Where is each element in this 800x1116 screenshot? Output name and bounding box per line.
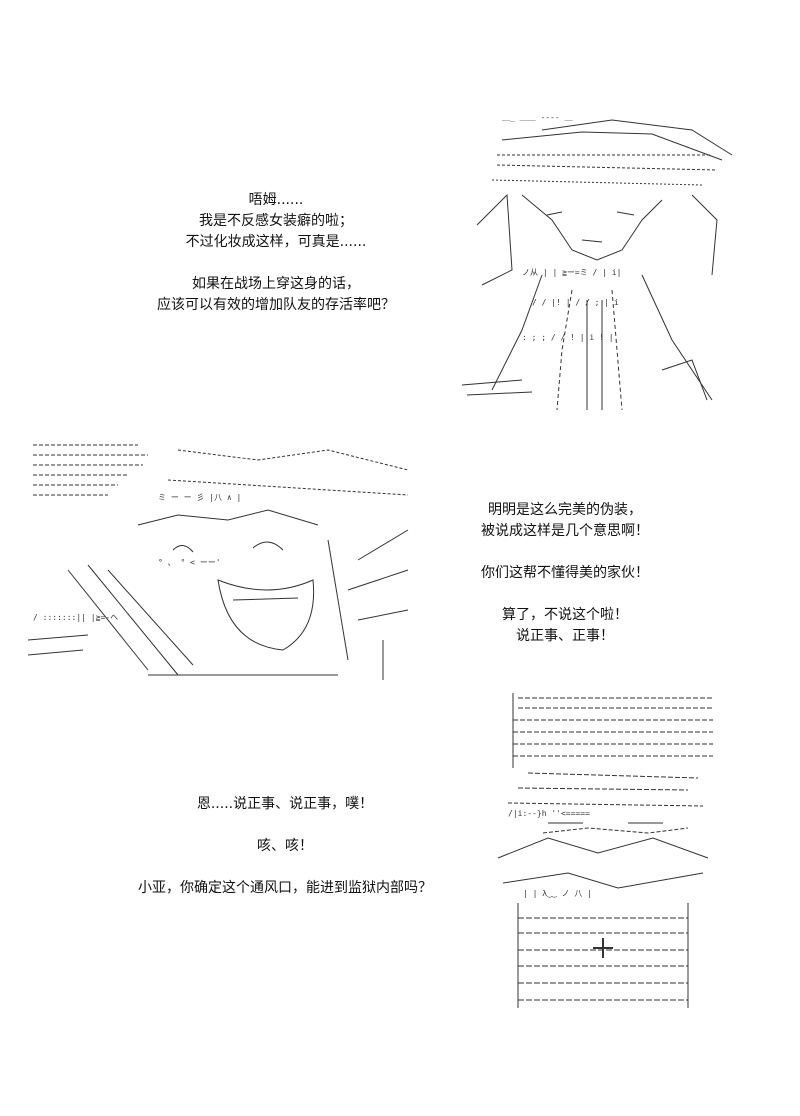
ascii-art-laughing-face: ミ ー ー 彡 |八 ∧ | ° 、 ° < ーー' / :::::::|| |… xyxy=(28,440,418,685)
spacer xyxy=(460,584,670,605)
dialogue-block-1: 唔姆...... 我是不反感女装癖的啦； 不过化妆成这样，可真是...... 如… xyxy=(140,190,412,316)
dialogue-line: 恩.....说正事、说正事，噗！ xyxy=(196,796,374,812)
svg-text:/ :::::::|| |≧=-ヘ: / :::::::|| |≧=-ヘ xyxy=(33,613,118,622)
svg-text:| | λ‿‿ ノ 八 |: | | λ‿‿ ノ 八 | xyxy=(523,889,592,898)
dialogue-line: 你们这帮不懂得美的家伙！ xyxy=(481,565,649,581)
dialogue-line: 明明是这么完美的伪装， xyxy=(488,502,642,518)
dialogue-block-2: 明明是这么完美的伪装， 被说成这样是几个意思啊！ 你们这帮不懂得美的家伙！ 算了… xyxy=(460,500,670,647)
dialogue-line: 被说成这样是几个意思啊！ xyxy=(481,523,649,539)
dialogue-line: 我是不反感女装癖的啦； xyxy=(199,213,353,229)
ascii-art-character-portrait: ＿_ ＿＿ ---- ＿ ノ从 | | ≧ー=ミ / | i| / / |! |… xyxy=(462,100,742,415)
svg-text:° 、 ° < ーー': ° 、 ° < ーー' xyxy=(158,558,221,567)
laughing-face-drawing: ミ ー ー 彡 |八 ∧ | ° 、 ° < ーー' / :::::::|| |… xyxy=(28,444,409,680)
ascii-art-vent-figure: /|i:--}h ''<===== | | λ‿‿ ノ 八 | xyxy=(488,688,720,1020)
svg-text:＿_ ＿＿ ---- ＿: ＿_ ＿＿ ---- ＿ xyxy=(502,113,573,122)
spacer xyxy=(120,857,450,878)
spacer xyxy=(460,542,670,563)
dialogue-line: 说正事、正事！ xyxy=(516,628,614,644)
dialogue-line: 唔姆...... xyxy=(248,192,304,208)
spacer xyxy=(120,815,450,836)
dialogue-line: 如果在战场上穿这身的话， xyxy=(192,276,360,292)
dialogue-line: 应该可以有效的增加队友的存活率吧？ xyxy=(157,297,395,313)
dialogue-line: 算了，不说这个啦！ xyxy=(502,607,628,623)
svg-text:/ / |! | / / ; | i: / / |! | / / ; | i xyxy=(532,298,619,307)
dialogue-line: 小亚，你确定这个通风口，能进到监狱内部吗？ xyxy=(138,880,432,896)
svg-text:: ; ; / / ! | i ! |: : ; ; / / ! | i ! | xyxy=(522,333,614,342)
dialogue-line: 不过化妆成这样，可真是...... xyxy=(185,234,367,250)
svg-text:ノ从 | | ≧ー=ミ / | i|: ノ从 | | ≧ー=ミ / | i| xyxy=(522,268,621,277)
vent-drawing: /|i:--}h ''<===== | | λ‿‿ ノ 八 | xyxy=(497,693,713,1008)
dialogue-line: 咳、咳！ xyxy=(257,838,313,854)
svg-text:/|i:--}h ''<=====: /|i:--}h ''<===== xyxy=(508,809,590,818)
dialogue-block-3: 恩.....说正事、说正事，噗！ 咳、咳！ 小亚，你确定这个通风口，能进到监狱内… xyxy=(120,794,450,899)
svg-text:ミ ー ー 彡 |八 ∧ |: ミ ー ー 彡 |八 ∧ | xyxy=(158,493,241,502)
spacer xyxy=(140,253,412,274)
portrait-drawing: ＿_ ＿＿ ---- ＿ ノ从 | | ≧ー=ミ / | i| / / |! |… xyxy=(462,113,733,411)
